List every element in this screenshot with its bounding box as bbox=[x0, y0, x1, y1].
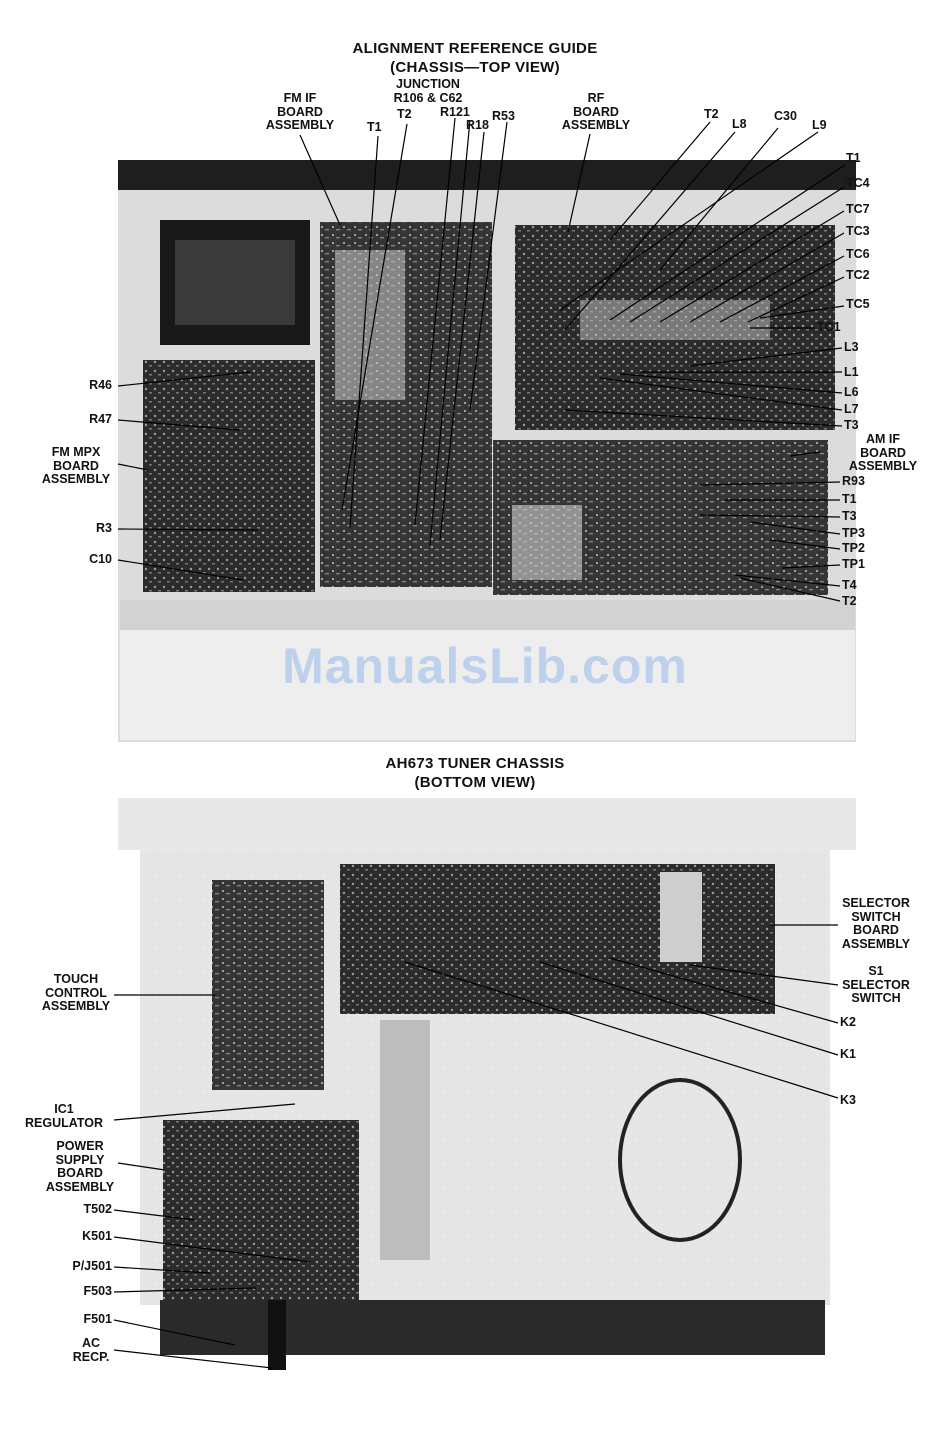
label-fm-if-board: FM IF BOARD ASSEMBLY bbox=[265, 91, 335, 132]
top-title-line1: ALIGNMENT REFERENCE GUIDE bbox=[352, 40, 598, 57]
bottom-title-line2: (BOTTOM VIEW) bbox=[414, 774, 536, 791]
label-r47: R47 bbox=[89, 412, 112, 426]
label-touch-control-assembly: TOUCH CONTROL ASSEMBLY bbox=[41, 972, 111, 1013]
label-am-t2: T2 bbox=[842, 594, 857, 608]
label-l7: L7 bbox=[844, 402, 859, 416]
label-t2-rf: T2 bbox=[704, 107, 719, 121]
label-k1: K1 bbox=[840, 1047, 856, 1061]
label-k501: K501 bbox=[82, 1229, 112, 1243]
label-selector-switch-board: SELECTOR SWITCH BOARD ASSEMBLY bbox=[841, 896, 911, 951]
label-r121: R121 bbox=[440, 105, 470, 119]
label-r3: R3 bbox=[96, 521, 112, 535]
label-c30: C30 bbox=[774, 109, 797, 123]
label-k2: K2 bbox=[840, 1015, 856, 1029]
label-l8: L8 bbox=[732, 117, 747, 131]
label-f503: F503 bbox=[83, 1284, 113, 1298]
label-ac-recp: AC RECP. bbox=[72, 1336, 110, 1364]
label-am-t4: T4 bbox=[842, 578, 857, 592]
label-tc4: TC4 bbox=[846, 176, 870, 190]
label-rf-t3: T3 bbox=[844, 418, 859, 432]
label-ic1-regulator: IC1 REGULATOR bbox=[24, 1102, 103, 1130]
label-tc2: TC2 bbox=[846, 268, 870, 282]
label-tc6: TC6 bbox=[846, 247, 870, 261]
bottom-title-line1: AH673 TUNER CHASSIS bbox=[385, 755, 565, 772]
label-r46: R46 bbox=[89, 378, 112, 392]
label-fm-mpx-board: FM MPX BOARD ASSEMBLY bbox=[41, 445, 111, 486]
top-title-line2: (CHASSIS—TOP VIEW) bbox=[390, 59, 560, 76]
label-l1: L1 bbox=[844, 365, 859, 379]
label-r18: R18 bbox=[466, 118, 489, 132]
label-pj501: P/J501 bbox=[72, 1259, 112, 1273]
label-power-supply-board: POWER SUPPLY BOARD ASSEMBLY bbox=[45, 1139, 115, 1194]
label-tp3: TP3 bbox=[842, 526, 865, 540]
label-t2-fm: T2 bbox=[397, 107, 412, 121]
label-tp2: TP2 bbox=[842, 541, 865, 555]
label-l6: L6 bbox=[844, 385, 859, 399]
label-t1-fm: T1 bbox=[367, 120, 382, 134]
label-r93: R93 bbox=[842, 474, 865, 488]
bottom-leader-lines bbox=[113, 924, 839, 1369]
label-f501: F501 bbox=[83, 1312, 113, 1326]
label-l9: L9 bbox=[812, 118, 827, 132]
label-tc1: TC1 bbox=[817, 320, 841, 334]
label-c10: C10 bbox=[89, 552, 112, 566]
label-tp1: TP1 bbox=[842, 557, 865, 571]
watermark: ManualsLib.com bbox=[282, 638, 688, 694]
label-am-t3: T3 bbox=[842, 509, 857, 523]
bottom-view-photo bbox=[118, 798, 856, 1370]
label-r53: R53 bbox=[492, 109, 515, 123]
label-l3: L3 bbox=[844, 340, 859, 354]
label-t502: T502 bbox=[83, 1202, 113, 1216]
label-s1-selector-switch: S1 SELECTOR SWITCH bbox=[842, 964, 910, 1005]
label-am-t1: T1 bbox=[842, 492, 857, 506]
label-k3: K3 bbox=[840, 1093, 856, 1107]
label-tc5: TC5 bbox=[846, 297, 870, 311]
label-rf-board: RF BOARD ASSEMBLY bbox=[561, 91, 631, 132]
label-rf-t1: T1 bbox=[846, 151, 861, 165]
label-junction: JUNCTION R106 & C62 bbox=[393, 77, 463, 105]
label-tc3: TC3 bbox=[846, 224, 870, 238]
label-am-if-board: AM IF BOARD ASSEMBLY bbox=[848, 432, 918, 473]
label-tc7: TC7 bbox=[846, 202, 870, 216]
top-leader-lines bbox=[117, 117, 846, 602]
